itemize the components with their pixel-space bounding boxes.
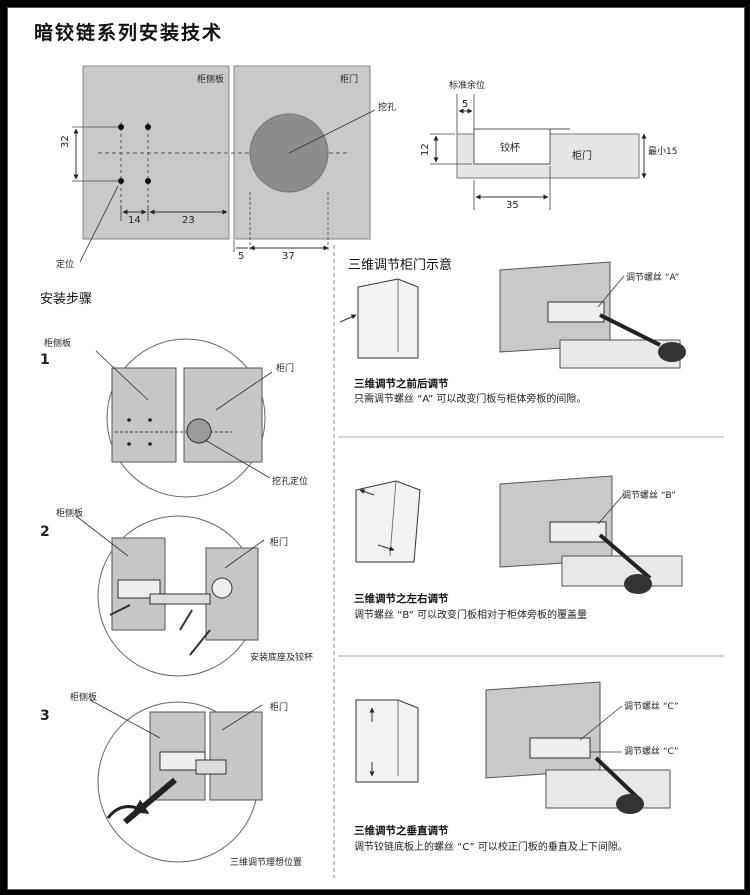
adjust-a-screw-label: 调节螺丝 “A” <box>626 273 680 283</box>
step3-figure <box>89 699 263 863</box>
adjust-a-desc: 只需调节螺丝 “A” 可以改变门板与柜体旁板的间隙。 <box>354 394 587 405</box>
cup-label: 铰杯 <box>500 143 520 154</box>
drill-hole <box>145 124 151 130</box>
drill-diagram <box>72 65 376 263</box>
drill-hole <box>118 124 124 130</box>
dim-23: 23 <box>182 215 195 226</box>
hole-label: 挖孔 <box>378 103 397 113</box>
adjust-heading: 三维调节柜门示意 <box>348 258 453 273</box>
adjust-a-caption: 三维调节之前后调节 <box>354 378 449 390</box>
dim-32: 32 <box>60 135 71 148</box>
min-label: 最小15 <box>648 147 678 157</box>
panel-label: 柜侧板 <box>197 75 225 85</box>
adjust-c-figure <box>355 681 671 814</box>
adjust-a-figure <box>339 261 686 369</box>
adjust-b-figure <box>355 475 683 594</box>
adjust-b-caption: 三维调节之左右调节 <box>354 593 449 605</box>
step2-number: 2 <box>40 524 50 540</box>
step2-door-label: 柜门 <box>270 538 289 548</box>
section-dim-12: 12 <box>420 143 431 156</box>
step3-door-label: 柜门 <box>270 703 289 713</box>
step1-figure <box>95 338 273 498</box>
adjust-c-screw-label-1: 调节螺丝 “C” <box>624 702 679 712</box>
step2-panel-label: 柜侧板 <box>56 509 84 519</box>
step2-figure <box>75 515 265 677</box>
section-dim-5: 5 <box>462 99 469 110</box>
door-label: 柜门 <box>340 75 359 85</box>
step2-caption: 安装底座及铰杯 <box>250 653 314 663</box>
section-door-label: 柜门 <box>572 151 592 162</box>
adjust-b-screw-label: 调节螺丝 “B” <box>622 491 676 501</box>
adjust-b-desc: 调节螺丝 “B” 可以改变门板相对于柜体旁板的覆盖量 <box>354 610 588 621</box>
adjust-c-desc: 调节铰链底板上的螺丝 “C” 可以校正门板的垂直及上下间隙。 <box>354 842 628 853</box>
step3-caption: 三维调节理想位置 <box>230 858 303 868</box>
section-dim-35: 35 <box>506 200 519 211</box>
drill-hole <box>145 178 151 184</box>
cup-section <box>473 128 551 165</box>
drill-hole <box>118 178 124 184</box>
adjust-c-caption: 三维调节之垂直调节 <box>354 825 449 837</box>
margin-label: 标准余位 <box>449 81 486 91</box>
adjust-c-screw-label-2: 调节螺丝 “C” <box>624 747 679 757</box>
step1-number: 1 <box>40 352 50 368</box>
page-title: 暗铰链系列安装技术 <box>34 22 224 44</box>
step1-panel-label: 柜侧板 <box>44 339 72 349</box>
dim-37: 37 <box>282 251 295 262</box>
dim-14: 14 <box>128 215 141 226</box>
step3-number: 3 <box>40 708 50 724</box>
step3-panel-label: 柜侧板 <box>70 693 98 703</box>
section-diagram <box>430 94 647 210</box>
locate-label: 定位 <box>56 260 75 270</box>
step1-door-label: 柜门 <box>276 364 295 374</box>
step1-caption: 挖孔定位 <box>272 477 309 487</box>
dim-5: 5 <box>238 251 245 262</box>
steps-heading: 安装步骤 <box>40 292 93 307</box>
